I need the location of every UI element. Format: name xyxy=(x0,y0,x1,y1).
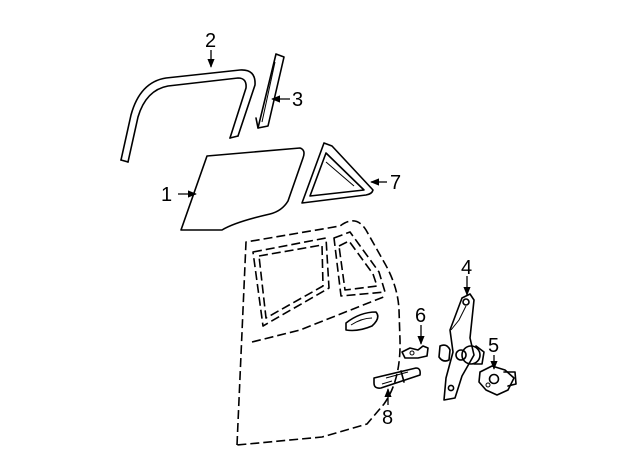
callout-1: 1 xyxy=(161,184,172,206)
run-channel-part xyxy=(120,69,256,163)
callout-3: 3 xyxy=(292,89,303,111)
callout-5: 5 xyxy=(488,335,499,357)
bracket-clip-part xyxy=(401,345,429,359)
callout-leaders xyxy=(178,50,498,405)
callout-8: 8 xyxy=(382,407,393,429)
callout-6: 6 xyxy=(415,305,426,327)
window-regulator-part xyxy=(438,293,485,401)
callout-4: 4 xyxy=(461,257,472,279)
door-glass-part xyxy=(180,147,305,231)
quarter-glass-part xyxy=(301,142,374,204)
switch-component-part xyxy=(373,367,421,389)
window-motor-part xyxy=(478,365,517,396)
callout-2: 2 xyxy=(205,30,216,52)
callout-7: 7 xyxy=(390,172,401,194)
rear-door-outline xyxy=(236,220,401,446)
channel-strip-part xyxy=(255,53,285,129)
